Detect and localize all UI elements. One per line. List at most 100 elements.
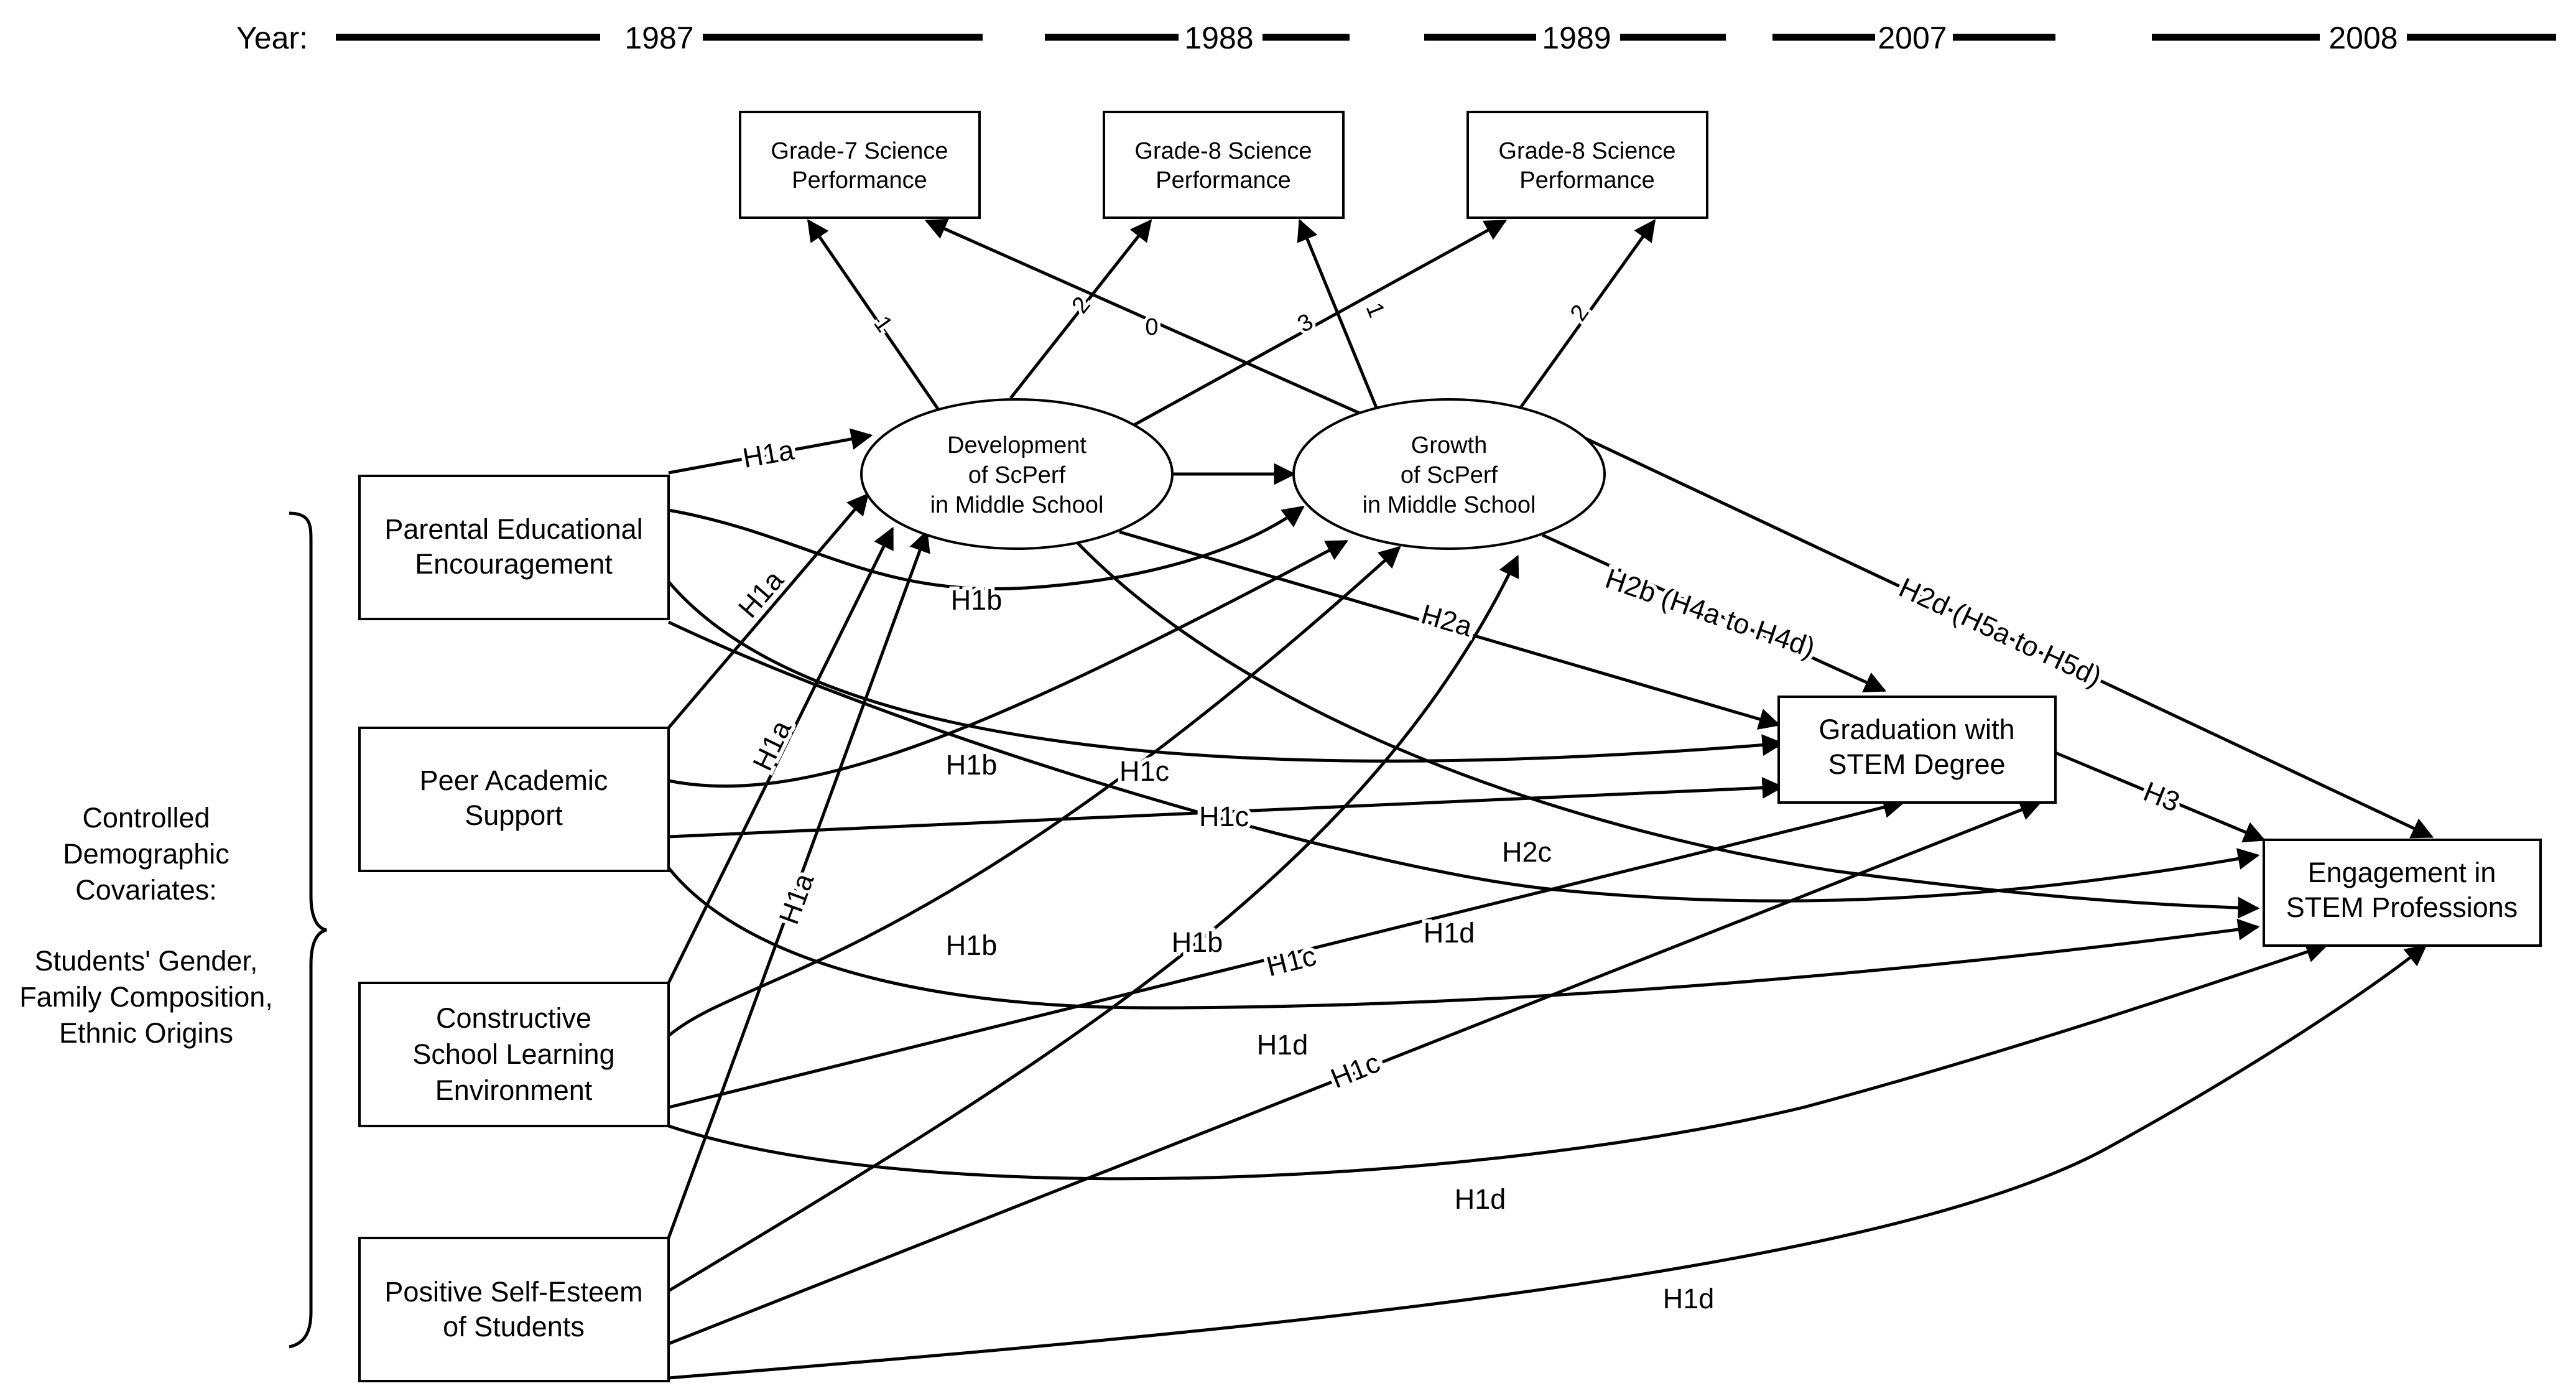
latent-growth-ellipse: [1292, 398, 1606, 550]
path-h1a-peer: [667, 493, 869, 729]
latent-development-line1: Development: [947, 432, 1086, 458]
loading-dev-g8b: 3: [1293, 309, 1317, 338]
loading-growth-g7: 0: [1145, 314, 1158, 340]
predictor-parental-box: [358, 475, 670, 620]
path-h1b-peer: [668, 539, 1349, 788]
latent-development-line3: in Middle School: [930, 492, 1104, 518]
path-h1c-peer: [668, 776, 1784, 839]
timeline-year-1989: 1989: [1542, 21, 1611, 55]
predictor-esteem-line2: of Students: [443, 1311, 585, 1342]
covariates-heading-2: Demographic: [63, 838, 229, 870]
predictor-school-line1: Constructive: [436, 1002, 591, 1034]
label-h1d-school: H1d: [1455, 1183, 1506, 1215]
label-h1c-parental: H1c: [1119, 755, 1169, 787]
predictor-school-line3: Environment: [435, 1074, 593, 1106]
path-h3: [2055, 751, 2266, 843]
label-h2c: H2c: [1502, 836, 1552, 868]
path-growth-g8b: [1519, 219, 1656, 409]
path-h1c-parental: [667, 580, 1784, 763]
timeline-prefix: Year:: [236, 21, 308, 55]
path-h1c-esteem: [668, 799, 2042, 1346]
predictor-parental-line1: Parental Educational: [384, 513, 642, 545]
latent-development-line2: of ScPerf: [968, 462, 1066, 488]
path-h1b-esteem: [667, 554, 1519, 1293]
predictor-peer-line1: Peer Academic: [420, 765, 608, 796]
label-h1b-esteem: H1b: [1172, 926, 1223, 958]
label-h2b: H2b (H4a to H4d): [1601, 562, 1819, 664]
path-dev-g7: [807, 219, 941, 412]
measure-grade8a-box: [1103, 111, 1345, 219]
outcome-graduation-line2: STEM Degree: [1828, 748, 2005, 780]
label-h1b-parental: H1b: [951, 584, 1003, 616]
label-h2d: H2d (H5a to H5d): [1894, 571, 2106, 692]
path-h2a: [1119, 530, 1781, 730]
measure-grade8b-box: [1466, 111, 1708, 219]
predictor-esteem-line1: Positive Self-Esteem: [384, 1276, 642, 1308]
covariates-item-1: Students' Gender,: [35, 945, 258, 977]
label-h1d-esteem: H1d: [1663, 1283, 1715, 1315]
predictor-peer: Peer Academic Support: [358, 727, 670, 872]
predictor-peer-box: [358, 727, 670, 872]
path-h2d: [1585, 437, 2434, 839]
path-dev-g8b: [1131, 219, 1508, 428]
label-h3: H3: [2139, 775, 2184, 818]
measure-grade8b-line2: Performance: [1519, 167, 1655, 193]
latent-development: Development of ScPerf in Middle School: [860, 398, 1174, 550]
label-h1c-esteem: H1c: [1327, 1046, 1384, 1094]
label-h1a-peer: H1a: [732, 564, 790, 623]
covariates-brace: [289, 511, 327, 1349]
timeline: Year: 1987 1988 1989 2007 2008: [236, 21, 2556, 55]
latent-growth-line1: Growth: [1411, 432, 1487, 458]
outcome-graduation-line1: Graduation with: [1818, 714, 2014, 745]
label-h1c-peer: H1c: [1199, 801, 1249, 832]
path-h1a-esteem: [667, 529, 930, 1239]
outcome-graduation: Graduation with STEM Degree: [1777, 696, 2057, 804]
path-h1d-parental: [667, 620, 2260, 903]
outcome-engagement-line1: Engagement in: [2308, 857, 2496, 888]
path-h1b-parental: [668, 505, 1305, 590]
measure-grade8b: Grade-8 Science Performance: [1466, 111, 1708, 219]
latent-development-ellipse: [860, 398, 1174, 550]
predictor-esteem: Positive Self-Esteem of Students: [358, 1237, 670, 1382]
label-h1d-peer: H1d: [1257, 1029, 1309, 1061]
path-h1a-parental: [668, 428, 873, 475]
path-h1b-school: [667, 546, 1401, 1037]
outcome-engagement: Engagement in STEM Professions: [2263, 839, 2542, 947]
path-growth-g8a: [1297, 218, 1379, 411]
predictor-esteem-box: [358, 1237, 670, 1382]
loading-growth-g8b: 2: [1565, 300, 1595, 325]
latent-growth-line3: in Middle School: [1363, 492, 1536, 518]
predictor-parental: Parental Educational Encouragement: [358, 475, 670, 620]
measure-grade7-line2: Performance: [792, 167, 927, 193]
label-h1b-school: H1b: [946, 929, 998, 961]
predictor-parental-line2: Encouragement: [415, 548, 613, 580]
timeline-year-2008: 2008: [2328, 21, 2398, 55]
latent-growth: Growth of ScPerf in Middle School: [1292, 398, 1606, 550]
label-h1d-parental: H1d: [1424, 917, 1475, 949]
measure-grade7-box: [739, 111, 981, 219]
loading-growth-g8a: 1: [1361, 299, 1390, 321]
covariates-item-3: Ethnic Origins: [59, 1017, 233, 1049]
predictor-school: Constructive School Learning Environment: [358, 982, 670, 1127]
measure-boxes: Grade-7 Science Performance Grade-8 Scie…: [739, 111, 1708, 219]
path-h2c: [1075, 540, 2260, 919]
covariates-heading-3: Covariates:: [75, 874, 217, 906]
predictor-peer-line2: Support: [465, 799, 563, 831]
outcome-engagement-box: [2263, 839, 2542, 947]
paths: [667, 218, 2434, 1380]
path-h1d-school: [668, 941, 2328, 1181]
loading-labels: 1 2 0 3 1 2: [866, 289, 1598, 343]
measure-grade7-line1: Grade-7 Science: [771, 138, 948, 164]
timeline-year-1987: 1987: [624, 21, 693, 55]
path-h1c-school: [668, 796, 1906, 1109]
measure-grade8a-line1: Grade-8 Science: [1134, 138, 1312, 164]
outcome-graduation-box: [1777, 696, 2057, 804]
path-growth-g7: [924, 218, 1366, 417]
label-h2a: H2a: [1418, 598, 1476, 643]
covariates-text: Controlled Demographic Covariates: Stude…: [19, 802, 273, 1049]
covariates-item-2: Family Composition,: [19, 981, 273, 1013]
covariates-heading-1: Controlled: [82, 802, 210, 834]
path-h2b: [1541, 533, 1887, 692]
measure-grade8b-line1: Grade-8 Science: [1498, 138, 1675, 164]
